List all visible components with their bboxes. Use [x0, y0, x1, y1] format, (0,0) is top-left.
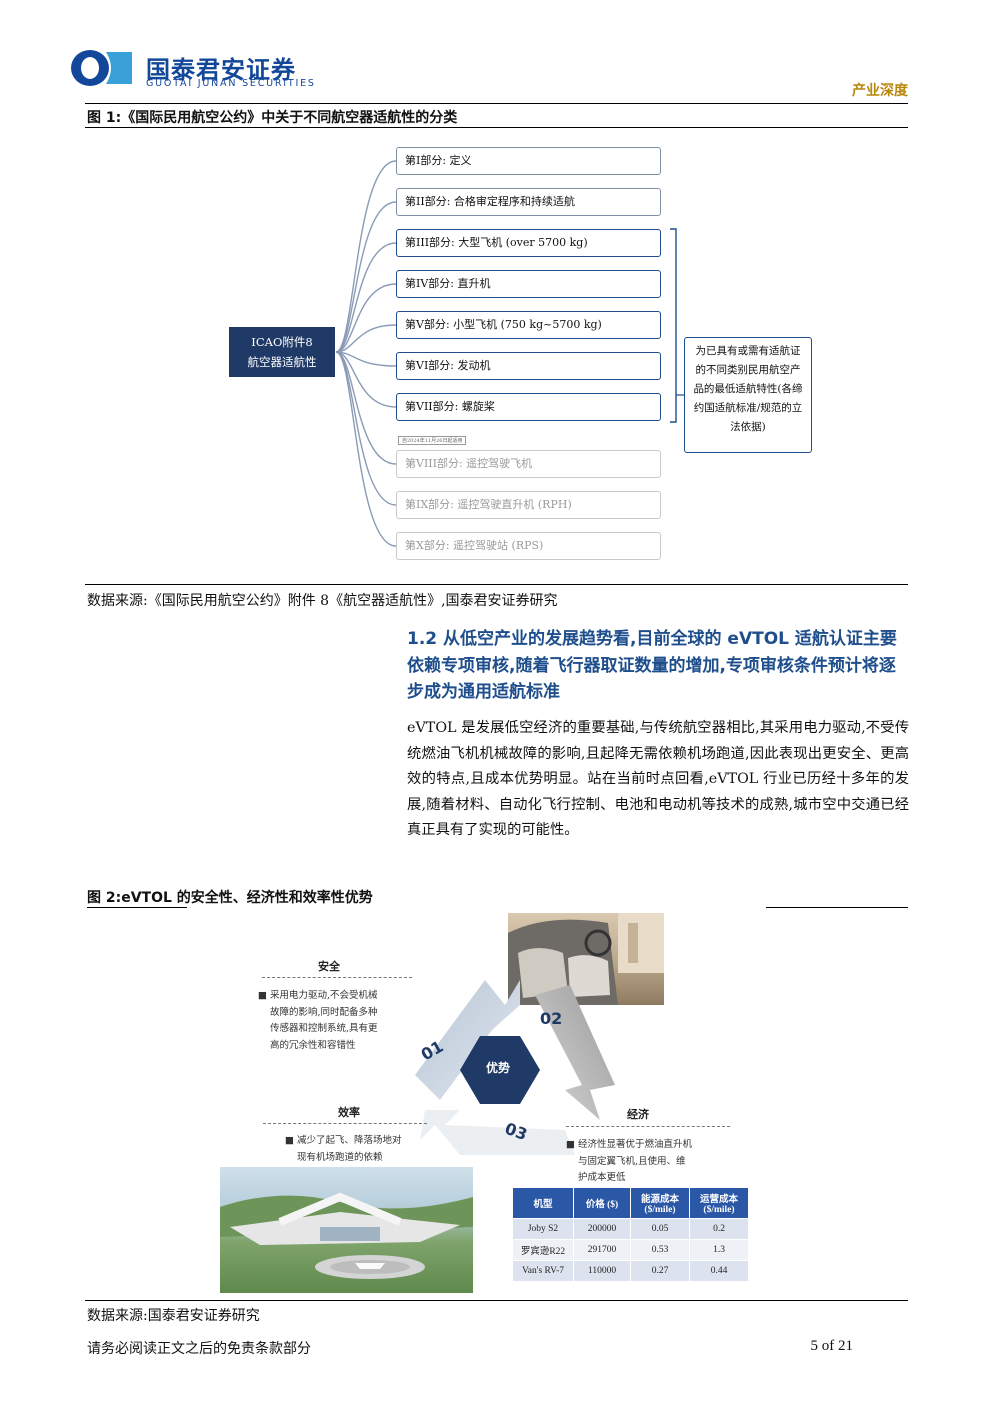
- figure1-source: 数据来源:《国际民用航空公约》附件 8《航空器适航性》,国泰君安证券研究: [87, 593, 558, 609]
- cabin-interior-image: [508, 913, 664, 1005]
- part-box: 第III部分: 大型飞机 (over 5700 kg): [396, 229, 661, 257]
- applicability-tag: 自2024年11月26日起适用: [398, 436, 467, 445]
- page-number: 5 of 21: [810, 1338, 854, 1354]
- section-heading: 1.2 从低空产业的发展趋势看,目前全球的 eVTOL 适航认证主要依赖专项审核…: [407, 629, 897, 702]
- brand-name-en: GUOTAI JUNAN SECURITIES: [146, 78, 316, 89]
- efficiency-dash: [263, 1123, 427, 1124]
- part-box: 第II部分: 合格审定程序和持续适航: [396, 188, 661, 216]
- col-operating-cost: 运营成本 ($/mile): [689, 1187, 749, 1219]
- icao-line1: ICAO附件8: [251, 335, 313, 349]
- economy-label: 经济: [627, 1108, 649, 1121]
- part-box: 第I部分: 定义: [396, 147, 661, 175]
- part-box: 第IX部分: 遥控驾驶直升机 (RPH): [396, 491, 661, 519]
- figure2-title-rule: [766, 907, 908, 908]
- cost-table-header: 机型 价格 ($) 能源成本 ($/mile) 运营成本 ($/mile): [512, 1187, 749, 1219]
- part-box: 第IV部分: 直升机: [396, 270, 661, 298]
- part-box: 第VII部分: 螺旋桨: [396, 393, 661, 421]
- safety-label: 安全: [318, 960, 340, 973]
- figure1-title-rule: [85, 127, 908, 128]
- section-body: eVTOL 是发展低空经济的重要基础,与传统航空器相比,其采用电力驱动,不受传统…: [407, 720, 909, 839]
- table-row: Van's RV-7 110000 0.27 0.44: [512, 1260, 749, 1282]
- figure2-title-underline: [87, 907, 187, 908]
- safety-text: ■ 采用电力驱动,不会受机械 故障的影响,同时配备多种 传感器和控制系统,具有更…: [258, 990, 378, 1051]
- figure2-bottom-rule: [85, 1300, 908, 1301]
- cost-table: 机型 价格 ($) 能源成本 ($/mile) 运营成本 ($/mile) Jo…: [512, 1187, 749, 1282]
- header-rule: [85, 103, 908, 104]
- brand-logo: [70, 48, 134, 88]
- icao-annex8-node: ICAO附件8 航空器适航性: [229, 327, 335, 377]
- col-energy-cost: 能源成本 ($/mile): [630, 1187, 690, 1219]
- part-box: 第V部分: 小型飞机 (750 kg~5700 kg): [396, 311, 661, 339]
- figure2-source: 数据来源:国泰君安证券研究: [87, 1308, 260, 1324]
- safety-dash: [262, 977, 412, 978]
- standards-note: 为已具有或需有适航证的不同类别民用航空产品的最低适航特性(各缔约国适航标准/规范…: [684, 337, 812, 453]
- report-type: 产业深度: [852, 83, 908, 99]
- num-02: 02: [540, 1009, 563, 1028]
- part-box: 第VIII部分: 遥控驾驶飞机: [396, 450, 661, 478]
- figure1-bottom-rule: [85, 584, 908, 585]
- figure1-title: 图 1:《国际民用航空公约》中关于不同航空器适航性的分类: [87, 110, 458, 126]
- economy-text: ■ 经济性显著优于燃油直升机 与固定翼飞机,且使用、维 护成本更低: [566, 1139, 692, 1183]
- advantage-center-label: 优势: [486, 1061, 511, 1075]
- col-price: 价格 ($): [573, 1187, 631, 1219]
- icao-line2: 航空器适航性: [247, 355, 317, 369]
- economy-dash: [566, 1126, 730, 1127]
- vertiport-image: [220, 1167, 473, 1293]
- efficiency-label: 效率: [338, 1106, 360, 1119]
- advantage-cycle-diagram: [415, 980, 615, 1155]
- part-box: 第VI部分: 发动机: [396, 352, 661, 380]
- figure2-title: 图 2:eVTOL 的安全性、经济性和效率性优势: [87, 890, 373, 906]
- efficiency-text: ■ 减少了起飞、降落场地对 现有机场跑道的依赖: [285, 1135, 402, 1163]
- table-row: 罗宾逊R22 291700 0.53 1.3: [512, 1239, 749, 1261]
- part-box: 第X部分: 遥控驾驶站 (RPS): [396, 532, 661, 560]
- disclaimer: 请务必阅读正文之后的免责条款部分: [87, 1341, 311, 1357]
- figure1-connectors: [335, 160, 684, 547]
- brand-name: 国泰君安证券: [146, 56, 296, 84]
- col-model: 机型: [512, 1187, 574, 1219]
- table-row: Joby S2 200000 0.05 0.2: [512, 1218, 749, 1240]
